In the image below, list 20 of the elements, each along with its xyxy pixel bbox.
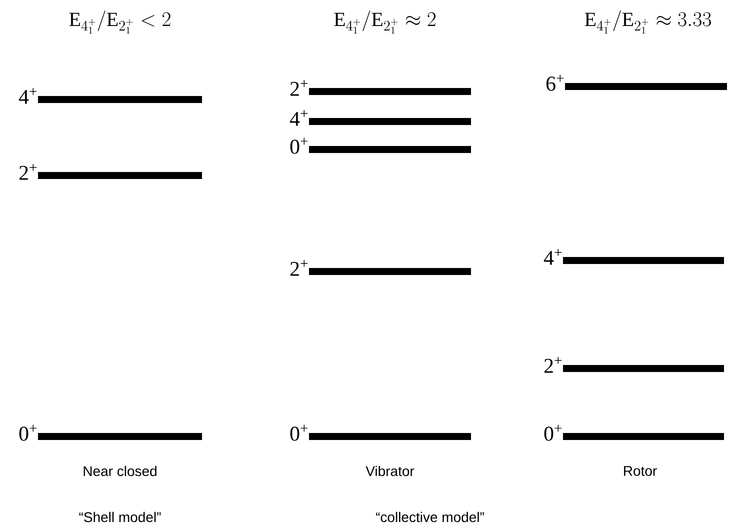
level-label: 6$^{+}$ [546, 74, 564, 91]
level-label: 0$^{+}$ [544, 424, 562, 441]
model-caption: “Shell model” [79, 512, 161, 522]
level-label: 4$^{+}$ [544, 248, 562, 265]
model-caption: “collective model” [376, 512, 484, 522]
energy-ratio-formula: $\mathrm{E}_{4^+_1}\big/\mathrm{E}_{2^+_1} \approx 3.33$ [584, 10, 711, 34]
level-label: 2$^{+}$ [19, 164, 37, 180]
level-label: 2$^{+}$ [290, 260, 308, 276]
level-label: 4$^{+}$ [18, 88, 37, 104]
level-label: 0$^{+}$ [290, 424, 308, 441]
level-label: 0$^{+}$ [290, 138, 308, 154]
column-caption: Near closed [84, 466, 156, 476]
level-label: 2$^{+}$ [544, 356, 562, 373]
level-label: 4$^{+}$ [290, 110, 308, 126]
column-caption: Vibrator [366, 466, 414, 476]
energy-ratio-formula: $\mathrm{E}_{4^+_1}\big/\mathrm{E}_{2^+_1} \approx 2$ [334, 10, 436, 34]
column-caption: Rotor [624, 466, 657, 476]
level-label: 2$^{+}$ [290, 80, 308, 96]
level-label: 0$^{+}$ [19, 424, 37, 441]
energy-ratio-formula: $\mathrm{E}_{4^+_1}\big/\mathrm{E}_{2^+_1} < 2$ [69, 10, 170, 34]
